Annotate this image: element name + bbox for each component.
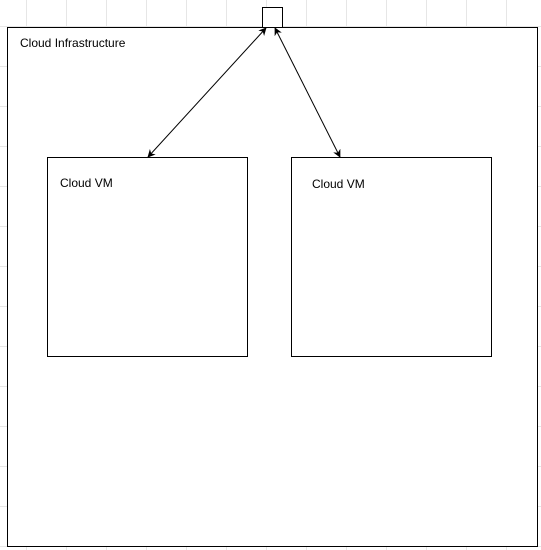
- cloud-infrastructure-label: Cloud Infrastructure: [20, 36, 126, 50]
- edge-hub-to-right-vm[interactable]: [274, 27, 341, 158]
- cloud-vm-label-left: Cloud VM: [60, 176, 113, 190]
- cloud-vm-node-left[interactable]: Cloud VM: [47, 157, 248, 357]
- hub-node[interactable]: [262, 7, 283, 28]
- edge-hub-to-left-vm[interactable]: [147, 27, 267, 158]
- cloud-vm-label-right: Cloud VM: [312, 177, 365, 191]
- cloud-vm-node-right[interactable]: Cloud VM: [291, 157, 492, 357]
